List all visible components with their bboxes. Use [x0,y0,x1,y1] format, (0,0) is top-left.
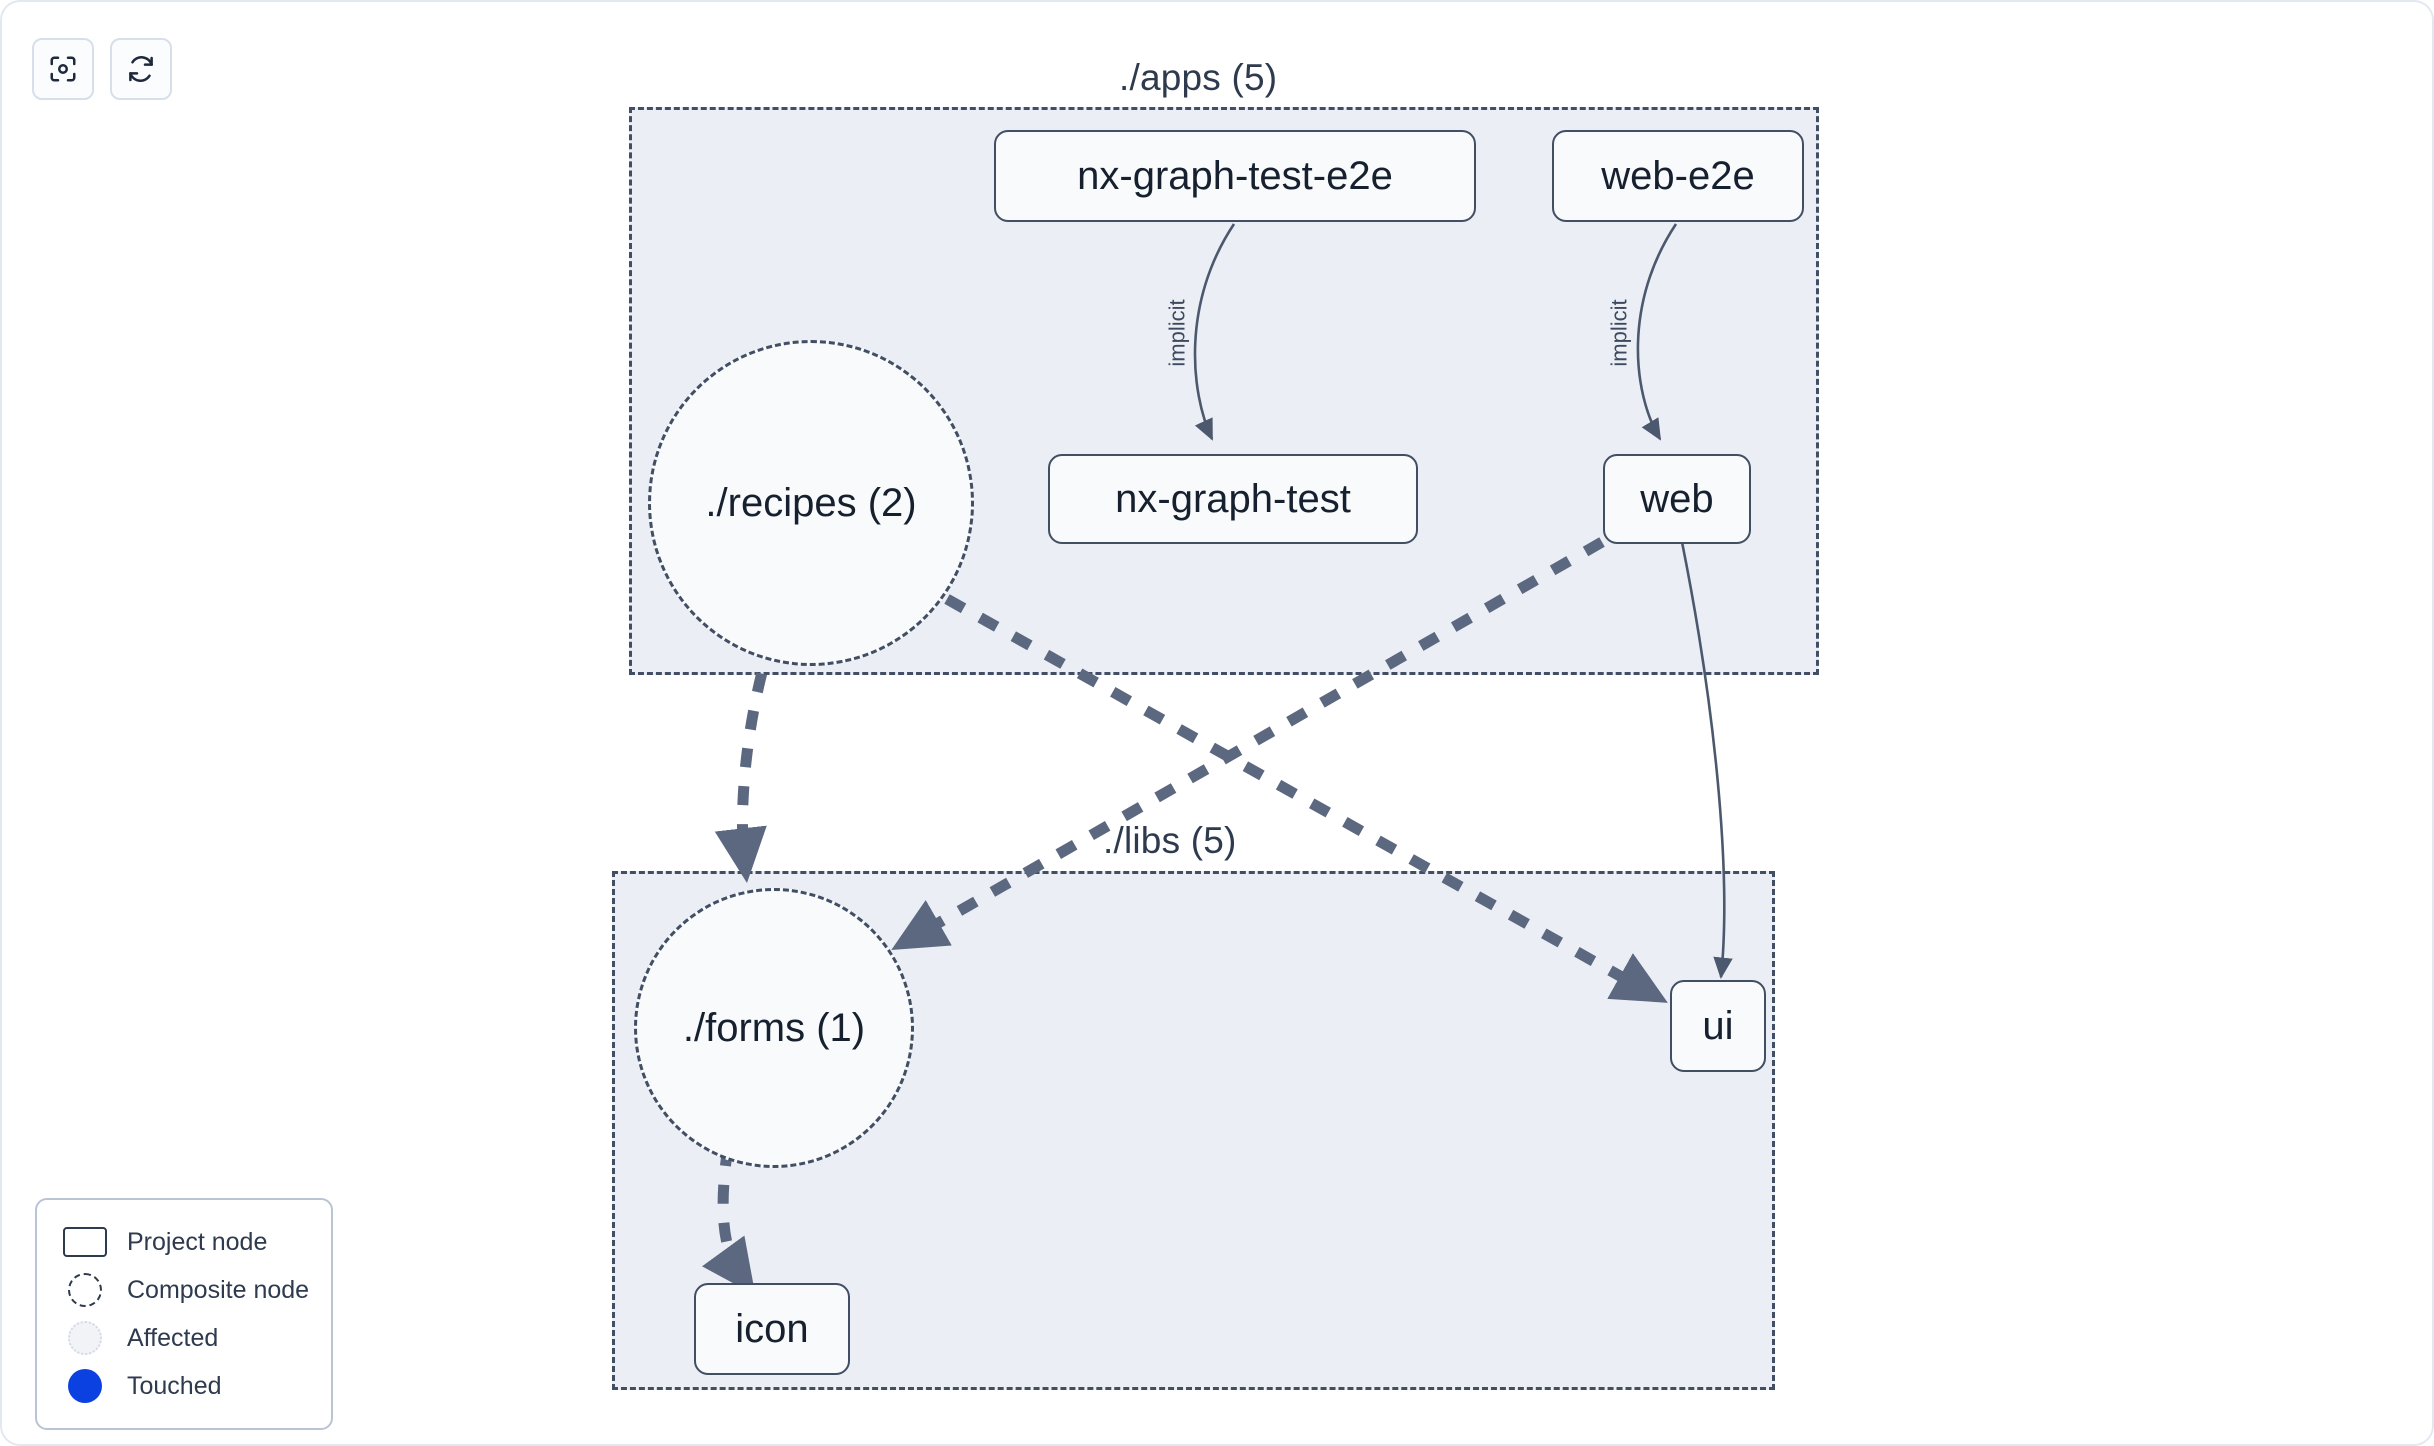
touched-swatch-icon [59,1369,111,1403]
project-node-web-e2e[interactable]: web-e2e [1552,130,1804,222]
composite-node-swatch-icon [59,1273,111,1307]
legend-item-affected: Affected [59,1314,311,1362]
project-node-ui[interactable]: ui [1670,980,1766,1072]
composite-node-recipes[interactable]: ./recipes (2) [648,340,974,666]
focus-graph-button[interactable] [32,38,94,100]
edge-label-implicit-2: implicit [1606,299,1632,367]
legend-item-touched: Touched [59,1362,311,1410]
project-node-swatch-icon [59,1227,111,1257]
project-node-web-label: web [1640,476,1714,521]
refresh-icon [126,54,156,84]
focus-target-icon [48,54,78,84]
project-node-web[interactable]: web [1603,454,1751,544]
project-node-nx-graph-test-label: nx-graph-test [1115,476,1351,521]
legend-label-affected: Affected [127,1323,219,1352]
group-label-apps: ./apps (5) [1119,57,1278,98]
group-label-libs: ./libs (5) [1103,820,1237,861]
graph-legend: Project node Composite node Affected Tou… [35,1198,333,1430]
refresh-graph-button[interactable] [110,38,172,100]
composite-node-forms[interactable]: ./forms (1) [634,888,914,1168]
affected-swatch-icon [59,1321,111,1355]
project-node-ui-label: ui [1702,1003,1734,1048]
legend-item-project-node: Project node [59,1218,311,1266]
project-node-nx-graph-test-e2e[interactable]: nx-graph-test-e2e [994,130,1476,222]
composite-node-forms-label: ./forms (1) [682,1005,866,1050]
composite-node-recipes-label: ./recipes (2) [705,480,917,525]
legend-item-composite-node: Composite node [59,1266,311,1314]
project-node-icon[interactable]: icon [694,1283,850,1375]
project-node-nx-graph-test-e2e-label: nx-graph-test-e2e [1077,153,1393,198]
legend-label-composite-node: Composite node [127,1275,310,1304]
edge-label-implicit-1: implicit [1164,299,1190,367]
graph-toolbar [32,38,172,100]
project-node-nx-graph-test[interactable]: nx-graph-test [1048,454,1418,544]
legend-label-project-node: Project node [127,1227,268,1256]
project-node-web-e2e-label: web-e2e [1601,153,1755,198]
legend-label-touched: Touched [127,1371,222,1400]
project-node-icon-label: icon [735,1306,809,1351]
